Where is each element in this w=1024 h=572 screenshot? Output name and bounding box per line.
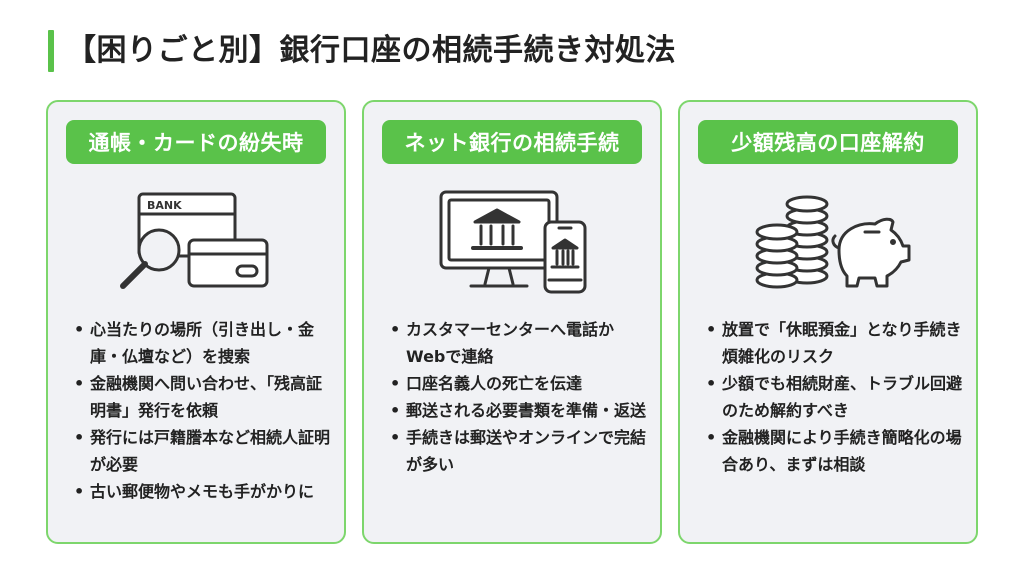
bank-label: BANK xyxy=(147,199,182,212)
list-item: 発行には戸籍謄本など相続人証明が必要 xyxy=(72,424,330,478)
list-item: 手続きは郵送やオンラインで完結が多い xyxy=(388,424,646,478)
list-item: 金融機関へ問い合わせ、「残高証明書」発行を依頼 xyxy=(72,370,330,424)
card-header: 少額残高の口座解約 xyxy=(698,120,958,164)
list-item: カスタマーセンターへ電話かWebで連絡 xyxy=(388,316,646,370)
bank-card-magnifier-icon: BANK xyxy=(120,192,269,289)
list-item: 古い郵便物やメモも手がかりに xyxy=(72,478,330,505)
card-net-bank: ネット銀行の相続手続 xyxy=(362,100,662,544)
list-item: 口座名義人の死亡を伝達 xyxy=(388,370,646,397)
card-list: カスタマーセンターへ電話かWebで連絡 口座名義人の死亡を伝達 郵送される必要書… xyxy=(388,316,646,478)
list-item: 心当たりの場所（引き出し・金庫・仏壇など）を捜索 xyxy=(72,316,330,370)
card-list: 心当たりの場所（引き出し・金庫・仏壇など）を捜索 金融機関へ問い合わせ、「残高証… xyxy=(72,316,330,505)
title-accent-bar xyxy=(48,30,54,72)
coins-piggy-bank-icon xyxy=(755,195,911,289)
card-small-balance: 少額残高の口座解約 放置で「休眠預金」となり手続き煩雑化のリスク 少額でも相続財 xyxy=(678,100,978,544)
card-list: 放置で「休眠預金」となり手続き煩雑化のリスク 少額でも相続財産、トラブル回避のた… xyxy=(704,316,962,478)
list-item: 金融機関により手続き簡略化の場合あり、まずは相談 xyxy=(704,424,962,478)
card-lost-passbook: 通帳・カードの紛失時 BANK 心当たりの場所（引き出し・金庫・仏壇など）を捜索… xyxy=(46,100,346,544)
list-item: 少額でも相続財産、トラブル回避のため解約すべき xyxy=(704,370,962,424)
card-header: 通帳・カードの紛失時 xyxy=(66,120,326,164)
list-item: 放置で「休眠預金」となり手続き煩雑化のリスク xyxy=(704,316,962,370)
list-item: 郵送される必要書類を準備・返送 xyxy=(388,397,646,424)
monitor-smartphone-bank-icon xyxy=(439,190,587,294)
page-title: 【困りごと別】銀行口座の相続手続き対処法 xyxy=(66,33,676,68)
card-header: ネット銀行の相続手続 xyxy=(382,120,642,164)
